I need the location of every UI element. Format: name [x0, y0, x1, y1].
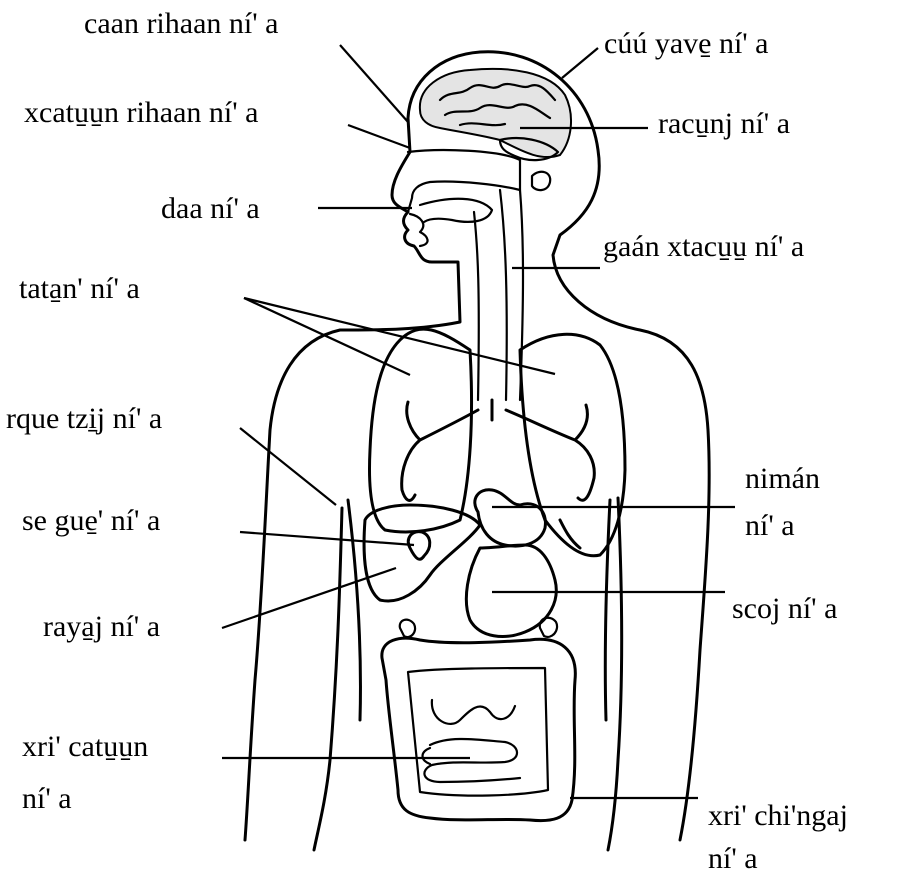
leader-head-skin: [340, 45, 408, 122]
heart-shape: [475, 490, 546, 546]
face-profile: [245, 118, 460, 840]
label-heart-line1: nimán: [745, 462, 820, 495]
label-trachea: gaán xtacu̱u̱ ní' a: [603, 230, 804, 263]
leader-gallbladder: [240, 532, 414, 545]
stomach-shape: [466, 545, 556, 636]
label-ribs: rque tzi̱j ní' a: [6, 402, 162, 435]
throat-right: [500, 190, 507, 400]
bronchi: [402, 400, 595, 548]
large-intestine-inner: [408, 668, 548, 796]
label-brain: cúú yave̱ ní' a: [604, 27, 769, 60]
label-gallbladder: se gue̱' ní' a: [22, 504, 160, 537]
ear: [532, 172, 550, 190]
leader-lines: [222, 45, 735, 798]
label-nasal: xcatu̱u̱n rihaan ní' a: [24, 96, 258, 129]
labels: caan rihaan ní' a cúú yave̱ ní' a xcatu̱…: [6, 7, 848, 875]
oral-cavity: [420, 199, 492, 222]
body-outline: [408, 52, 709, 840]
leader-brain: [562, 48, 598, 78]
leader-nasal: [348, 125, 410, 148]
label-liver: raya̱j ní' a: [43, 610, 160, 643]
throat-left: [474, 212, 479, 400]
label-cerebellum: racu̱nj ní' a: [658, 107, 790, 140]
left-lung: [370, 329, 472, 532]
lips: [410, 214, 428, 246]
left-inner-arm: [348, 500, 361, 720]
label-large-intestine-line2: ní' a: [708, 842, 758, 875]
small-intestine-shape: [423, 700, 521, 782]
left-arm-line: [314, 508, 342, 850]
label-small-intestine-line1: xri' catu̱u̱n: [22, 730, 148, 763]
label-mouth: daa ní' a: [161, 192, 260, 225]
brain-shape: [420, 69, 571, 157]
label-lungs: tata̱n' ní' a: [19, 272, 140, 305]
leader-ribs: [240, 428, 336, 505]
leader-lungs-left: [244, 298, 410, 375]
leader-liver: [222, 568, 396, 628]
label-head-skin: caan rihaan ní' a: [84, 7, 278, 40]
liver-shape: [364, 505, 480, 601]
label-small-intestine-line2: ní' a: [22, 782, 72, 815]
label-large-intestine-line1: xri' chi'ngaj: [708, 799, 848, 832]
right-inner-arm: [605, 500, 610, 720]
label-stomach: scoj ní' a: [732, 592, 837, 625]
label-heart-line2: ní' a: [745, 509, 795, 542]
body-illustration: [245, 52, 709, 850]
